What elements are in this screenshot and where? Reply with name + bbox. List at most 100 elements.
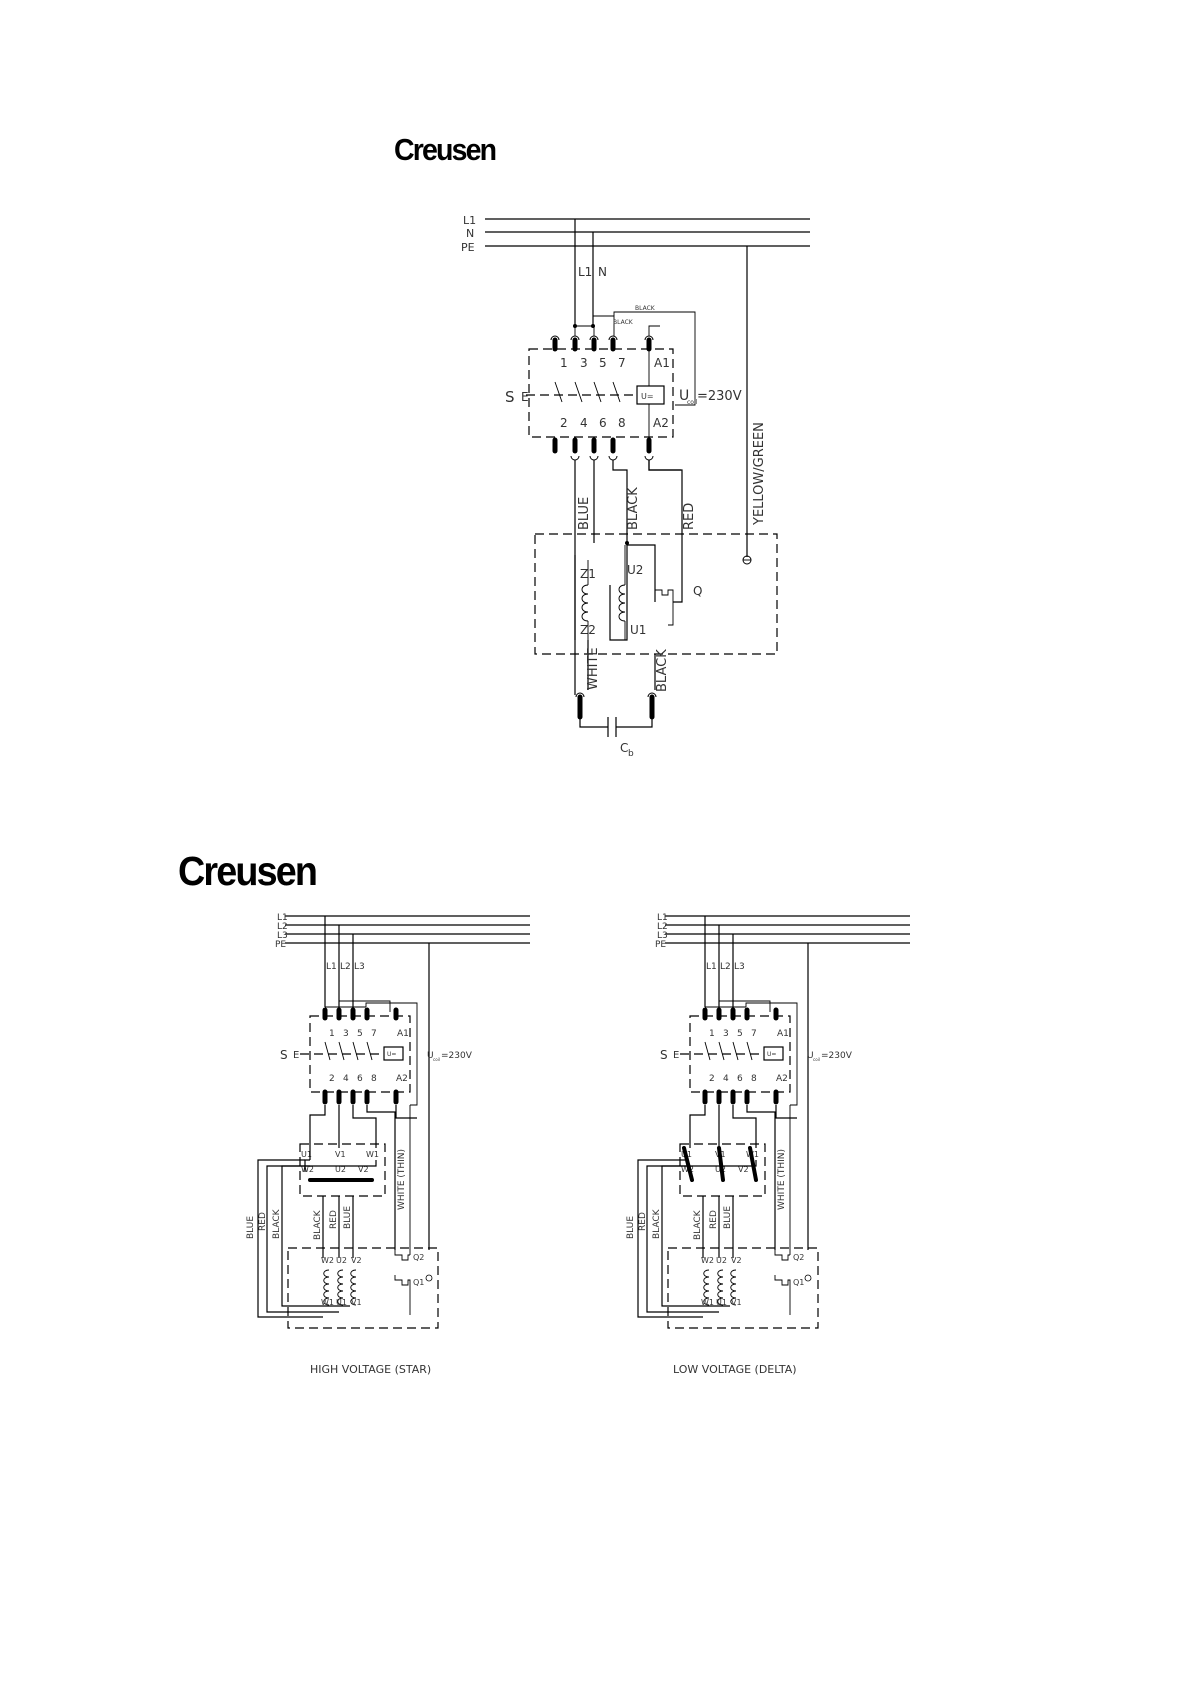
star-wire-black-2: BLACK <box>313 1209 323 1240</box>
star-motor-w2: W2 <box>321 1256 334 1265</box>
switch-terminal-7: 7 <box>618 356 626 370</box>
delta-switch-t7: 7 <box>751 1029 757 1039</box>
wire-label-black-small-1: BLACK <box>635 305 656 312</box>
star-switch-e: E <box>293 1050 299 1061</box>
switch-terminal-1: 1 <box>560 356 568 370</box>
star-switch-t8: 8 <box>371 1074 377 1084</box>
delta-motor-v1: V1 <box>731 1298 742 1307</box>
delta-tap-l2: L2 <box>720 962 731 972</box>
line-label-l1: L1 <box>463 214 476 227</box>
star-voltage-prefix: U <box>427 1051 434 1061</box>
star-q2: Q2 <box>413 1253 424 1262</box>
delta-tap-l3: L3 <box>734 962 745 972</box>
motor-box <box>534 533 778 655</box>
capacitor-sub: b <box>628 749 634 759</box>
motor-u1: U1 <box>630 623 646 637</box>
star-motor-u2: U2 <box>336 1256 347 1265</box>
star-caption: HIGH VOLTAGE (STAR) <box>310 1363 431 1376</box>
switch-terminal-3: 3 <box>580 356 588 370</box>
wire-label-red: RED <box>682 503 697 530</box>
delta-coil-box <box>763 1046 784 1061</box>
delta-switch-t8: 8 <box>751 1074 757 1084</box>
delta-switch-s: S <box>660 1048 668 1062</box>
delta-wire-blue-2: BLUE <box>723 1206 733 1229</box>
delta-motor-u2: U2 <box>716 1256 727 1265</box>
delta-motor-v2: V2 <box>731 1256 742 1265</box>
star-switch-t2: 2 <box>329 1074 335 1084</box>
delta-switch-t5: 5 <box>737 1029 743 1039</box>
switch-terminal-6: 6 <box>599 416 607 430</box>
delta-switch-ta1: A1 <box>777 1029 789 1039</box>
star-wire-white-thin: WHITE (THIN) <box>397 1149 407 1210</box>
delta-q2: Q2 <box>793 1253 804 1262</box>
star-switch-t1: 1 <box>329 1029 335 1039</box>
star-switch-ta1: A1 <box>397 1029 409 1039</box>
star-switch-s: S <box>280 1048 288 1062</box>
switch-box <box>528 348 674 438</box>
star-motor-w1: W1 <box>321 1298 334 1307</box>
star-wire-red: RED <box>258 1212 268 1231</box>
delta-switch-e: E <box>673 1050 679 1061</box>
star-motor-v1: V1 <box>351 1298 362 1307</box>
delta-voltage-sub: coil <box>813 1057 820 1062</box>
switch-terminal-5: 5 <box>599 356 607 370</box>
star-line-pe: PE <box>275 940 286 950</box>
star-wire-black: BLACK <box>272 1208 282 1239</box>
star-switch-box <box>309 1015 411 1093</box>
wire-label-black: BLACK <box>626 487 641 530</box>
delta-switch-t3: 3 <box>723 1029 729 1039</box>
creusen-logo-top: Creusen <box>394 132 497 167</box>
delta-switch-t1: 1 <box>709 1029 715 1039</box>
star-term-u2: U2 <box>335 1165 346 1174</box>
switch-terminal-2: 2 <box>560 416 568 430</box>
switch-terminal-a2: A2 <box>653 416 669 430</box>
star-coil-label: U= <box>387 1051 396 1058</box>
star-switch-t5: 5 <box>357 1029 363 1039</box>
delta-tap-l1: L1 <box>706 962 717 972</box>
star-wire-red-2: RED <box>329 1210 339 1229</box>
coil-box <box>636 385 665 405</box>
delta-switch-t2: 2 <box>709 1074 715 1084</box>
star-term-w2: W2 <box>301 1165 314 1174</box>
single-phase-diagram: L1 N PE L1 N BLACK BLACK 1 3 <box>461 214 810 759</box>
star-tap-l1: L1 <box>326 962 337 972</box>
star-q1: Q1 <box>413 1278 424 1287</box>
wire-label-black-bottom: BLACK <box>655 649 670 692</box>
wire-label-yellow-green: YELLOW/GREEN <box>752 422 767 526</box>
tap-label-n: N <box>598 265 607 279</box>
motor-z2: Z2 <box>580 623 596 637</box>
delta-coil-label: U= <box>767 1051 776 1058</box>
star-voltage-sub: coil <box>433 1057 440 1062</box>
star-term-v1: V1 <box>335 1150 346 1159</box>
delta-wire-black: BLACK <box>652 1208 662 1239</box>
star-voltage-value: =230V <box>441 1051 473 1061</box>
delta-diagram: L1 L2 L3 PE L1 L2 L3 1 3 5 7 A1 U= S E U <box>626 913 910 1376</box>
delta-switch-t6: 6 <box>737 1074 743 1084</box>
delta-q1: Q1 <box>793 1278 804 1287</box>
delta-switch-box <box>689 1015 791 1093</box>
star-motor-u1: U1 <box>336 1298 347 1307</box>
delta-term-v2: V2 <box>738 1165 749 1174</box>
coil-voltage-value: =230V <box>697 389 742 404</box>
delta-line-l3: L3 <box>657 931 668 941</box>
coil-voltage-sub: coil <box>687 399 698 406</box>
star-diagram: L1 L2 L3 PE L1 L2 L3 1 3 5 7 A1 U= S E U <box>246 913 530 1376</box>
delta-caption: LOW VOLTAGE (DELTA) <box>673 1363 797 1376</box>
delta-switch-t4: 4 <box>723 1074 729 1084</box>
star-tap-l3: L3 <box>354 962 365 972</box>
star-terminal-block <box>299 1143 386 1197</box>
delta-voltage-prefix: U <box>807 1051 814 1061</box>
star-line-l3: L3 <box>277 931 288 941</box>
delta-wire-black-2: BLACK <box>693 1209 703 1240</box>
star-tap-l2: L2 <box>340 962 351 972</box>
star-line-l2: L2 <box>277 922 288 932</box>
coil-label: U= <box>641 392 654 401</box>
delta-wire-red-2: RED <box>709 1210 719 1229</box>
star-switch-t3: 3 <box>343 1029 349 1039</box>
motor-u2: U2 <box>627 563 643 577</box>
star-switch-t7: 7 <box>371 1029 377 1039</box>
delta-wire-white-thin: WHITE (THIN) <box>777 1149 787 1210</box>
delta-wire-blue: BLUE <box>626 1216 636 1239</box>
delta-line-l1: L1 <box>657 913 668 923</box>
